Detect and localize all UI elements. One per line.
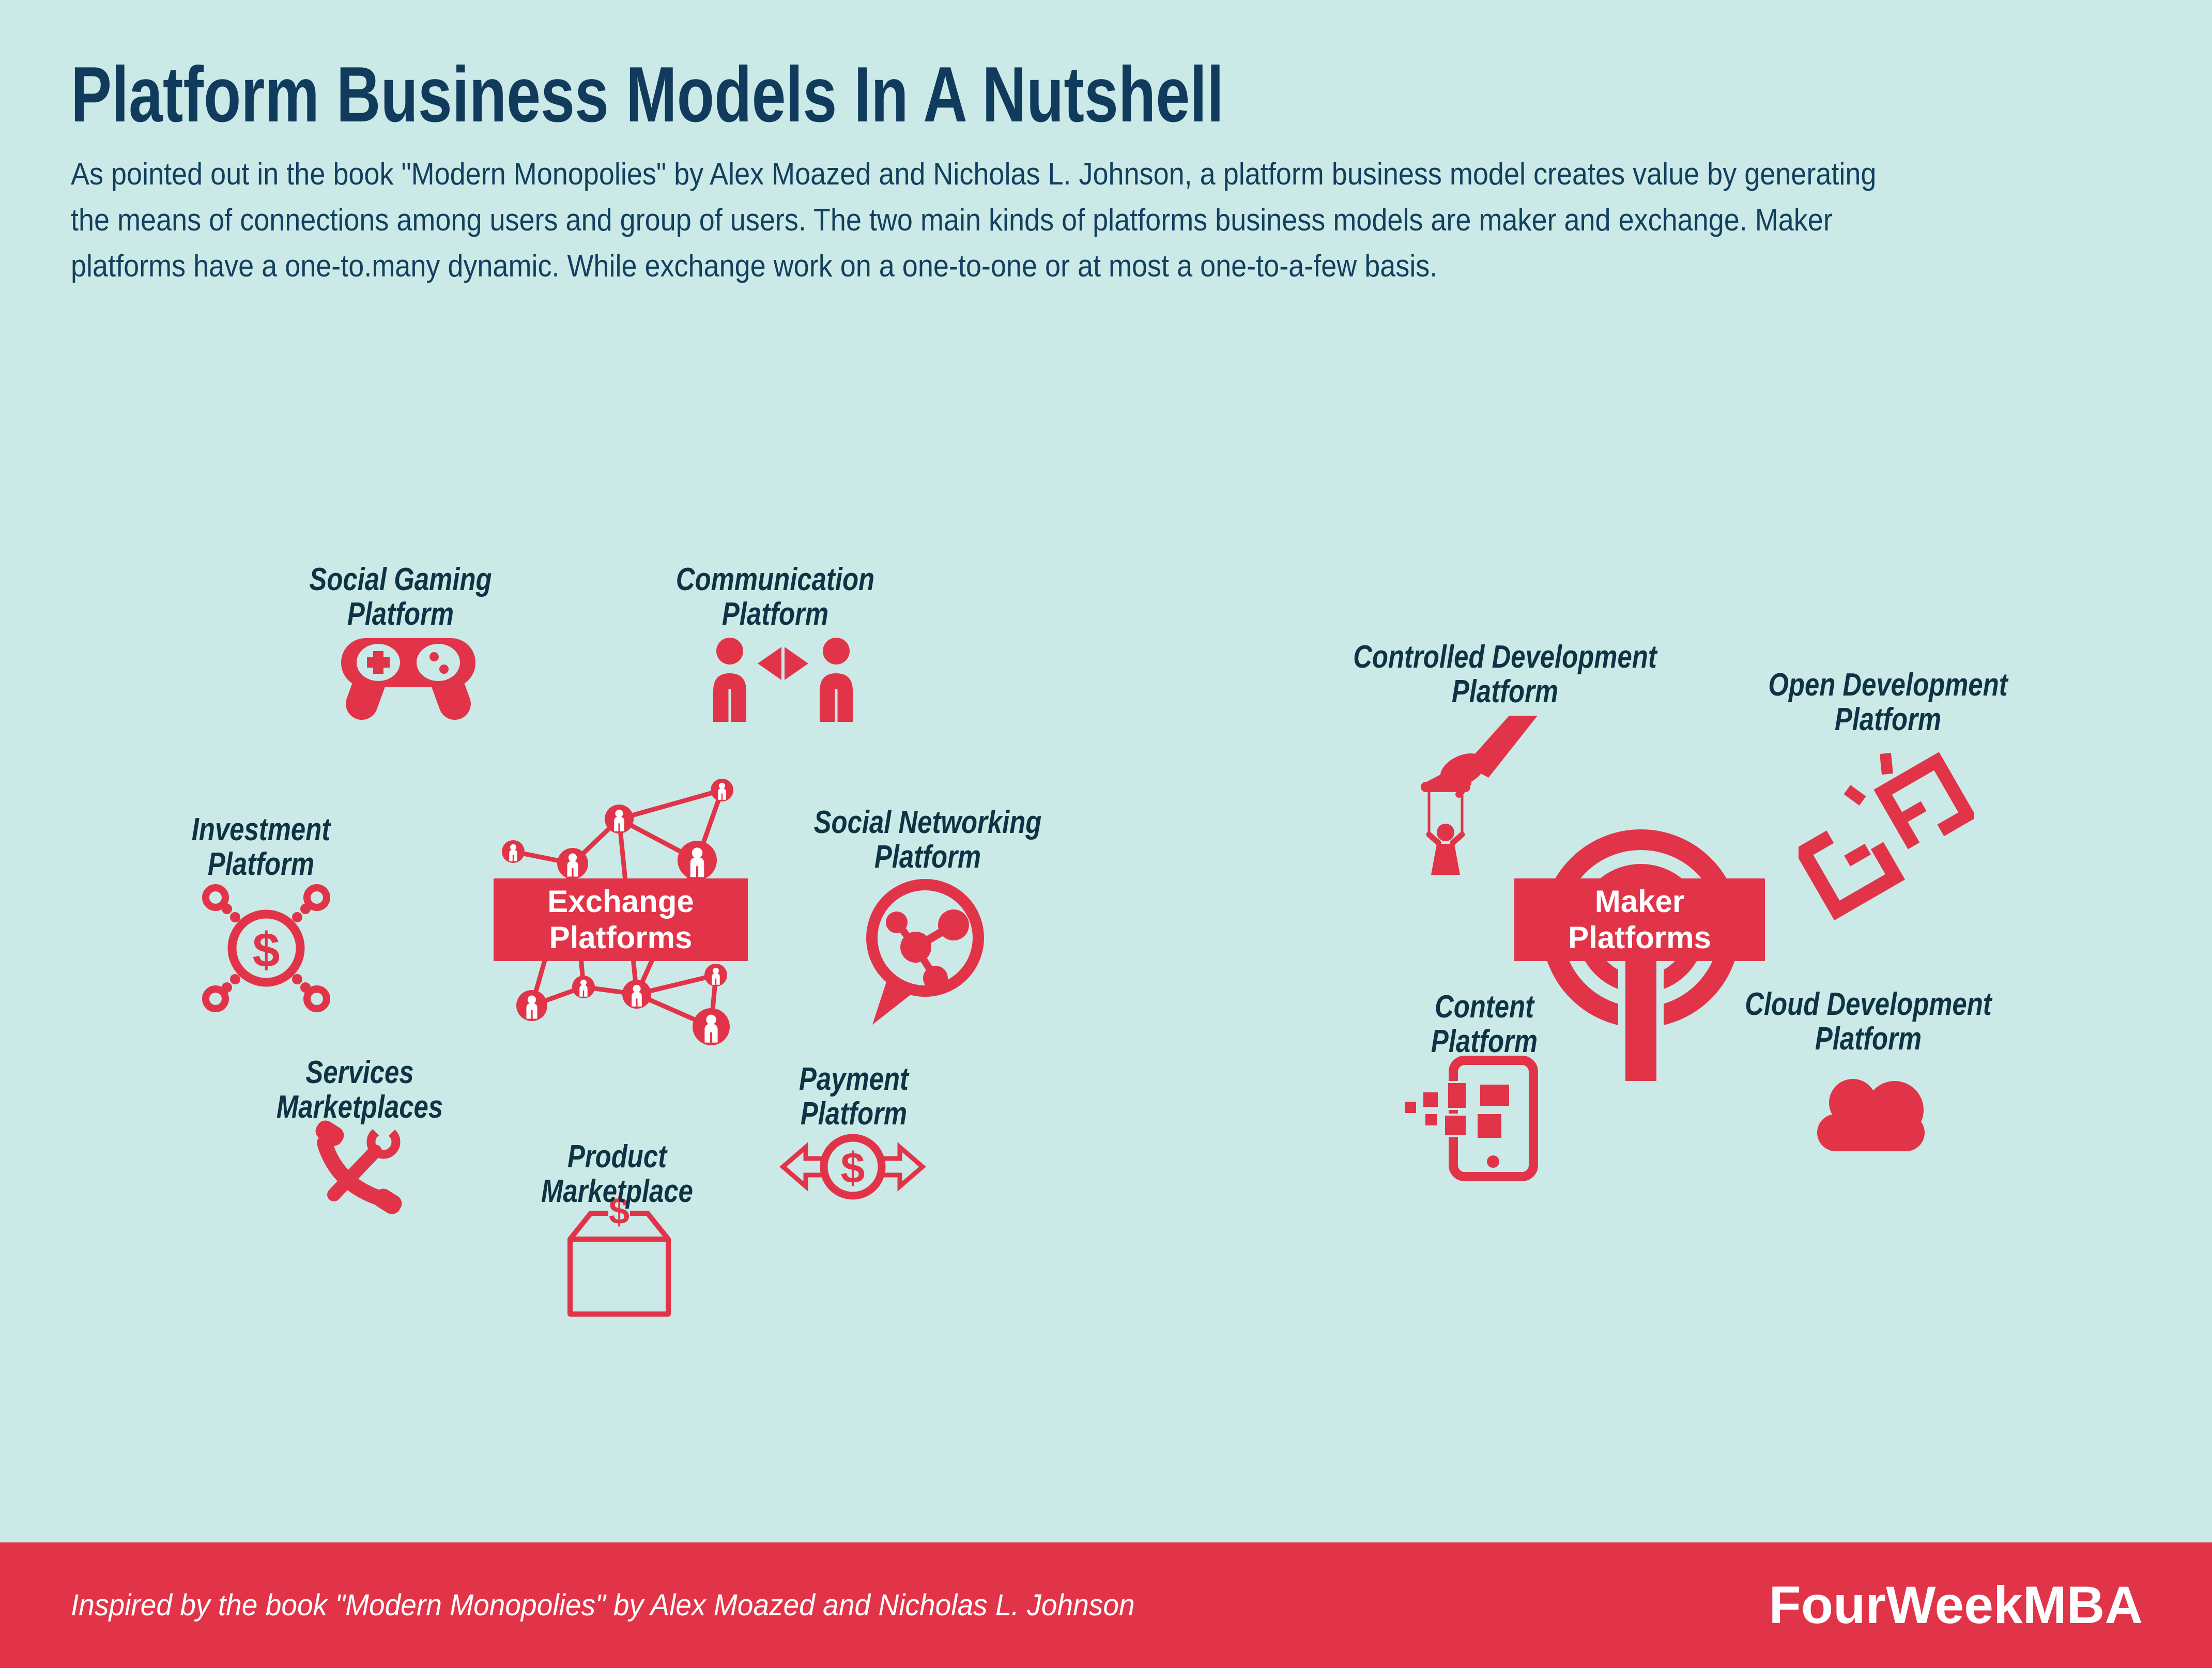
services-icon	[315, 1116, 402, 1214]
label-content-platform: Content Platform	[1431, 989, 1538, 1059]
label-social-gaming: Social Gaming Platform	[309, 562, 492, 632]
svg-text:$: $	[841, 1144, 865, 1192]
footer-credit: Inspired by the book "Modern Monopolies"…	[71, 1588, 1135, 1622]
payment-icon: $	[779, 1134, 926, 1200]
content-platform-icon	[1403, 1056, 1538, 1181]
svg-text:$: $	[609, 1194, 629, 1232]
footer-bar: Inspired by the book "Modern Monopolies"…	[0, 1542, 2212, 1668]
intro-paragraph: As pointed out in the book "Modern Monop…	[71, 157, 1877, 283]
controlled-development-icon	[1421, 716, 1538, 875]
exchange-platforms-banner: Exchange Platforms	[494, 878, 748, 961]
social-networking-icon	[866, 879, 984, 1025]
investment-icon: $	[202, 884, 330, 1012]
label-open-development: Open Development Platform	[1768, 667, 2008, 737]
label-investment: Investment Platform	[191, 812, 331, 882]
social-gaming-icon	[341, 638, 475, 720]
cloud-development-icon	[1817, 1079, 1925, 1151]
label-cloud-development: Cloud Development Platform	[1745, 986, 1992, 1057]
fourweekmba-logo: FourWeekMBA	[1769, 1576, 2143, 1634]
product-marketplace-icon: $	[567, 1194, 671, 1317]
communication-icon	[713, 638, 853, 722]
label-social-networking: Social Networking Platform	[813, 805, 1042, 875]
label-communication: Communication Platform	[675, 562, 875, 632]
label-services: Services Marketplaces	[276, 1055, 443, 1125]
label-payment: Payment Platform	[799, 1061, 909, 1132]
open-development-icon	[1799, 752, 1974, 920]
label-controlled-development: Controlled Development Platform	[1353, 639, 1657, 709]
svg-text:$: $	[253, 923, 280, 978]
maker-platforms-banner: Maker Platforms	[1514, 878, 1765, 961]
label-product: Product Marketplace	[541, 1139, 693, 1209]
page-title: Platform Business Models In A Nutshell	[71, 51, 1224, 138]
